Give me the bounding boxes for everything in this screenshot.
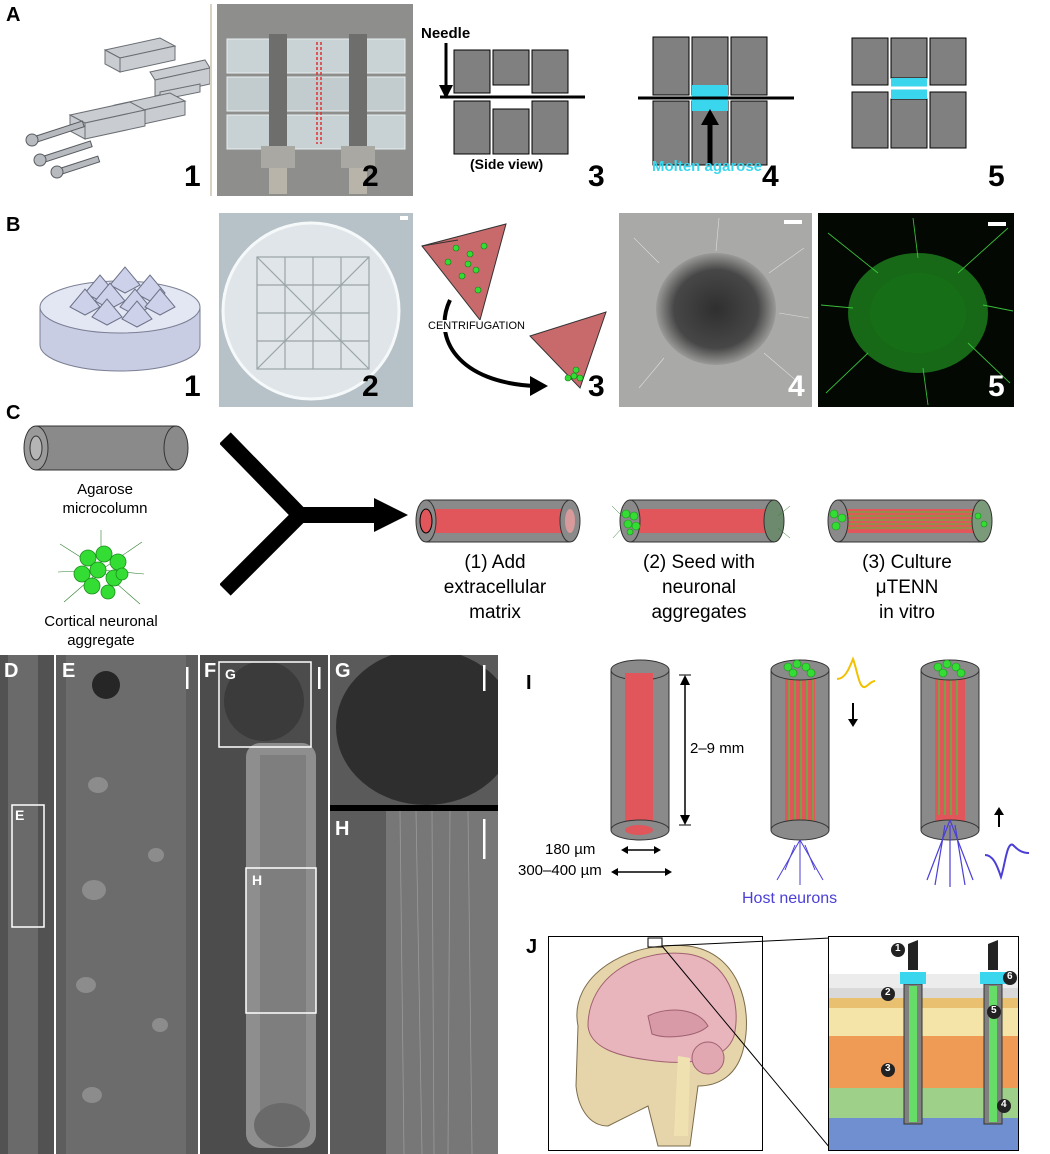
cortical-aggregate-label: Cortical neuronal aggregate bbox=[44, 613, 158, 649]
needle-side-view-diagram bbox=[439, 43, 585, 155]
centrifugation-label: CENTRIFUGATION bbox=[428, 320, 525, 332]
panel-a-divider bbox=[210, 4, 212, 196]
marker-1: 1 bbox=[895, 943, 901, 954]
merge-arrow bbox=[220, 432, 408, 596]
panel-label-f: F bbox=[204, 660, 217, 682]
panel-label-h: H bbox=[335, 818, 350, 840]
molten-agarose-label: Molten agarose bbox=[652, 158, 763, 175]
micrograph-d bbox=[0, 655, 54, 1154]
centrifugation-diagram bbox=[421, 223, 607, 396]
step-seed-aggregates-column bbox=[612, 499, 791, 543]
panel-label-e: E bbox=[62, 660, 76, 682]
zoom-connector-lines bbox=[661, 937, 831, 1149]
inner-diameter-label: 180 µm bbox=[545, 841, 596, 858]
panel-b-step-5: 5 bbox=[988, 370, 1005, 403]
panel-b-step-1: 1 bbox=[184, 370, 201, 403]
host-neurons-label: Host neurons bbox=[742, 890, 838, 907]
panel-label-d: D bbox=[4, 660, 19, 682]
marker-4: 4 bbox=[1001, 1099, 1007, 1110]
step-culture-utenn-column bbox=[827, 499, 993, 543]
panel-label-a: A bbox=[6, 4, 21, 26]
agarose-microcolumn-icon bbox=[23, 425, 189, 471]
g-h-divider bbox=[330, 805, 498, 811]
panel-a-step-3: 3 bbox=[588, 160, 605, 193]
micrograph-g bbox=[330, 655, 498, 805]
panel-a-step-5: 5 bbox=[988, 160, 1005, 193]
length-label: 2–9 mm bbox=[690, 740, 745, 757]
panel-label-j: J bbox=[526, 936, 538, 958]
micrograph-f bbox=[200, 655, 328, 1154]
mold-cad-drawing bbox=[25, 37, 210, 179]
panel-b-step-2: 2 bbox=[362, 370, 379, 403]
panel-b-step-4: 4 bbox=[788, 370, 805, 403]
mold-photo bbox=[217, 4, 413, 196]
step3-caption: (3) Culture μTENN in vitro bbox=[862, 552, 952, 623]
step1-caption: (1) Add extracellular matrix bbox=[443, 552, 547, 623]
panel-a-step-1: 1 bbox=[184, 160, 201, 193]
panel-label-c: C bbox=[6, 402, 21, 424]
inset-h-label: H bbox=[252, 872, 263, 888]
step2-caption: (2) Seed with neuronal aggregates bbox=[643, 552, 755, 623]
agarose-microwell-photo bbox=[219, 213, 413, 407]
inset-g-label: G bbox=[225, 666, 236, 682]
panel-label-i: I bbox=[526, 672, 532, 694]
micrograph-e bbox=[56, 655, 198, 1154]
molten-agarose-injection-diagram bbox=[638, 36, 794, 166]
outer-diameter-label: 300–400 µm bbox=[518, 862, 602, 879]
micrograph-h bbox=[330, 811, 498, 1154]
panel-label-b: B bbox=[6, 214, 21, 236]
inset-e-label: E bbox=[15, 807, 25, 823]
panel-label-g: G bbox=[335, 660, 351, 682]
cortex-implant-closeup bbox=[828, 936, 1019, 1151]
pyramid-mold-cad bbox=[39, 266, 201, 372]
microtenn-implant-diagram bbox=[610, 656, 1030, 887]
agarose-microcolumn-label: Agarose microcolumn bbox=[62, 481, 148, 517]
panel-b-step-3: 3 bbox=[588, 370, 605, 403]
marker-6: 6 bbox=[1007, 971, 1013, 982]
marker-3: 3 bbox=[885, 1063, 891, 1074]
side-view-label: (Side view) bbox=[470, 156, 544, 172]
step-add-ecm-column bbox=[415, 499, 581, 543]
aggregate-phase-contrast-photo bbox=[619, 213, 812, 407]
cortical-neuronal-aggregate-icon bbox=[58, 530, 144, 605]
panel-a-step-2: 2 bbox=[362, 160, 379, 193]
marker-5: 5 bbox=[991, 1005, 997, 1016]
marker-2: 2 bbox=[885, 987, 891, 998]
aggregate-fluorescence-photo bbox=[818, 213, 1014, 407]
agarose-column-result-diagram bbox=[851, 37, 967, 149]
panel-a-step-4: 4 bbox=[762, 160, 779, 193]
needle-label: Needle bbox=[421, 25, 471, 42]
